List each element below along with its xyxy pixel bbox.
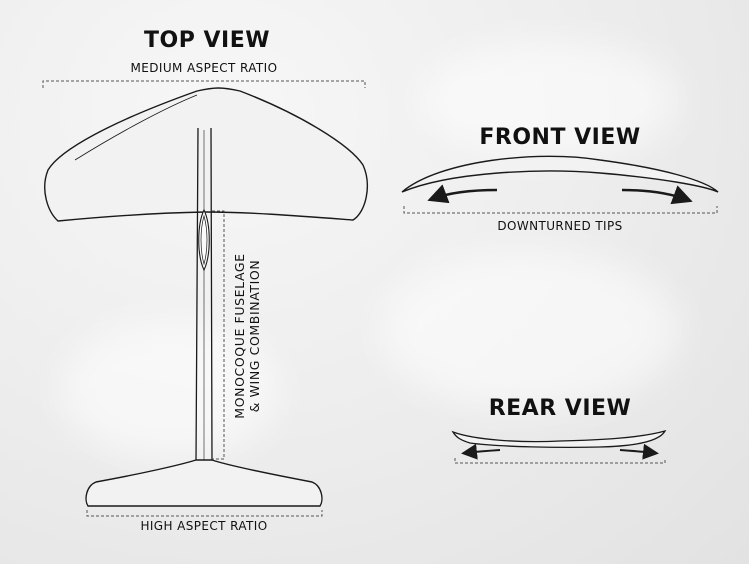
background-cloud [60, 320, 280, 460]
rear-view-stabilizer-profile [451, 429, 667, 449]
front-view-span-dimension [403, 206, 718, 214]
front-view-heading: FRONT VIEW [479, 125, 641, 150]
rear-stabilizer-outline [85, 459, 323, 507]
front-view-left-tip-arrow [427, 184, 498, 204]
rear-view-heading: REAR VIEW [488, 396, 632, 421]
high-aspect-ratio-caption: HIGH ASPECT RATIO [140, 519, 268, 533]
background-cloud [420, 40, 680, 160]
medium-aspect-ratio-caption: MEDIUM ASPECT RATIO [130, 61, 278, 75]
rear-view-right-tip-arrow [619, 443, 659, 460]
fuselage-caption: MONOCOQUE FUSELAGE & WING COMBINATION [232, 253, 262, 418]
fuselage-mast [195, 127, 213, 463]
fuselage-caption-line1: MONOCOQUE FUSELAGE [232, 253, 247, 419]
fuselage-length-dimension [212, 210, 225, 460]
front-wing-span-dimension [42, 80, 366, 88]
front-wing-outline [44, 87, 368, 222]
fuselage-caption-line2: & WING COMBINATION [247, 259, 262, 413]
top-view-heading: TOP VIEW [144, 28, 270, 53]
monocoque-section [198, 208, 210, 272]
front-view-right-tip-arrow [621, 185, 693, 205]
downturned-tips-caption: DOWNTURNED TIPS [497, 219, 623, 233]
rear-stabilizer-span-dimension [86, 510, 323, 517]
rear-view-span-dimension [454, 458, 666, 464]
front-view-wing-profile [401, 155, 719, 193]
background-cloud [380, 250, 680, 410]
rear-view-left-tip-arrow [461, 443, 501, 460]
